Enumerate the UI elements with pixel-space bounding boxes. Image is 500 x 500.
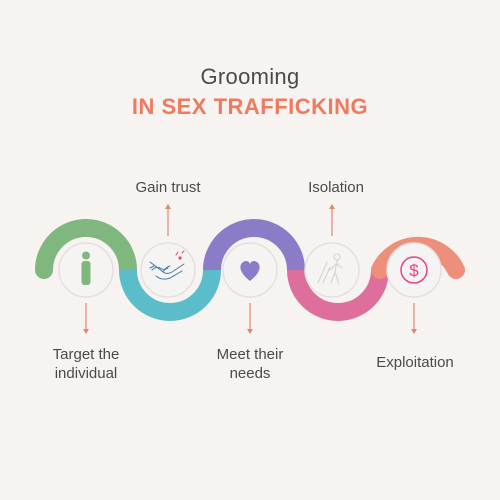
- svg-text:$: $: [409, 261, 419, 280]
- ribbon-segment-3: [203, 219, 305, 271]
- person-icon: [81, 251, 91, 285]
- step-label-isolation: Isolation: [308, 179, 364, 196]
- ribbon-segment-2: [119, 269, 221, 321]
- step-label-gain-trust: Gain trust: [135, 179, 201, 196]
- isolated-figure-icon: [317, 253, 343, 285]
- arrow-step-5: [411, 303, 417, 334]
- step-label-exploitation: Exploitation: [376, 354, 454, 371]
- heart-icon: [240, 260, 260, 281]
- arrow-step-1: [83, 303, 89, 334]
- arrow-step-4: [329, 204, 335, 236]
- step-label-target: Target the individual: [52, 346, 120, 382]
- step-node-5: [386, 242, 442, 298]
- ribbon-segment-1: [35, 219, 137, 279]
- page-title: Grooming: [200, 64, 300, 89]
- step-label-meet-needs: Meet their needs: [216, 346, 284, 382]
- dollar-coin-icon: $: [400, 256, 428, 284]
- pinky-promise-icon: [149, 250, 185, 280]
- arrow-step-2: [165, 204, 171, 236]
- arrow-step-3: [247, 303, 253, 334]
- step-node-4: [304, 242, 360, 298]
- ribbon-segment-4: [287, 269, 389, 321]
- step-node-2: [140, 242, 196, 298]
- page-subtitle: IN SEX TRAFFICKING: [131, 94, 369, 119]
